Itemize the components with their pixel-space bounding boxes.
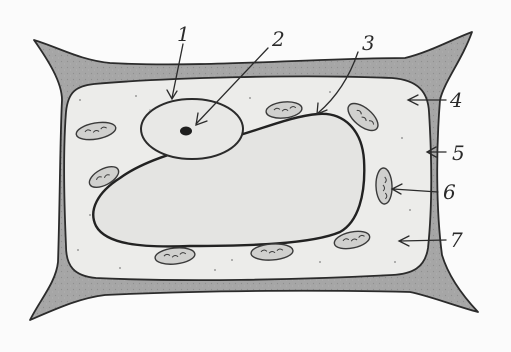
label-6: 6 [443,180,456,204]
nucleus [141,99,243,159]
label-7: 7 [450,228,463,252]
label-3: 3 [362,31,375,55]
label-2: 2 [271,27,285,51]
label-5: 5 [452,141,465,165]
nucleolus [180,127,192,136]
label-4: 4 [449,88,463,112]
label-1: 1 [177,22,190,46]
chloroplast [375,168,392,205]
